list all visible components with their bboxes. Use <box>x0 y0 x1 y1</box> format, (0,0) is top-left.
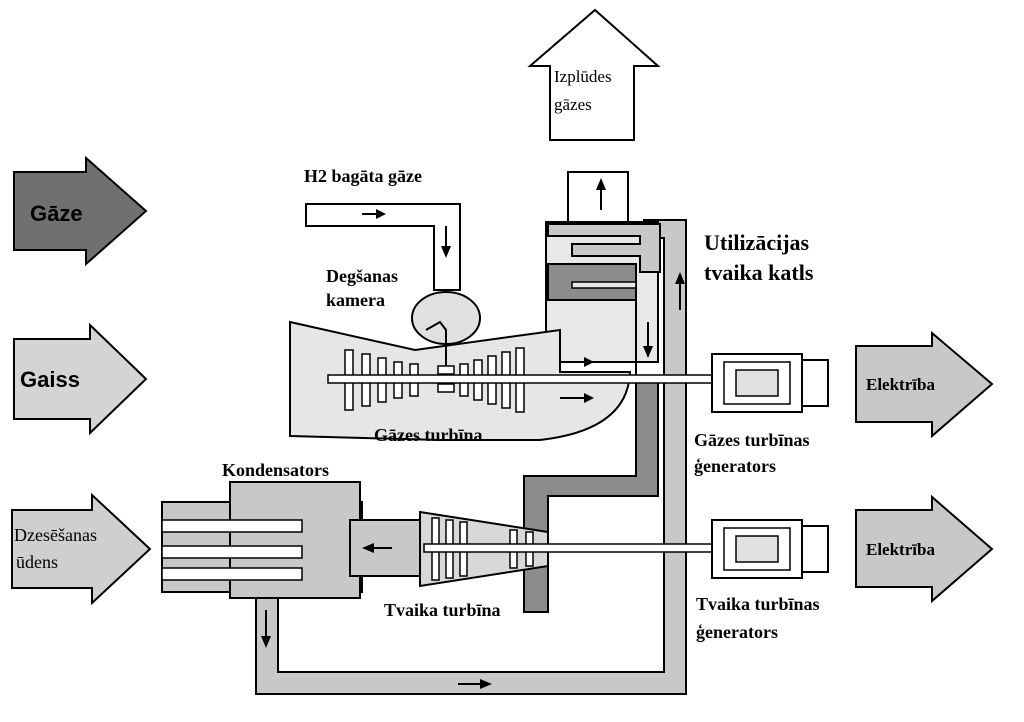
steam-turbine-label: Tvaika turbīna <box>384 600 501 620</box>
gas-turbine-generator <box>711 353 829 413</box>
cooling-water-input-arrow: Dzesēšanas ūdens <box>11 492 152 606</box>
combustion-chamber-label-line2: kamera <box>326 290 385 310</box>
steam-turbine-shaft <box>423 543 719 553</box>
hrsg-flow-arrows <box>596 178 685 358</box>
gas-generator-label-line2: ģenerators <box>694 456 776 476</box>
air-input-arrow: Gaiss <box>13 322 148 436</box>
combustion-chamber-label-line1: Degšanas <box>326 266 398 286</box>
gas-flow-arrows <box>560 357 594 403</box>
hrsg-label-line2: tvaika katls <box>704 260 814 285</box>
electricity-label-1: Elektrība <box>866 375 935 394</box>
steam-turbine <box>419 510 719 588</box>
h2-gas-label: H2 bagāta gāze <box>304 166 422 186</box>
condenser <box>161 481 431 648</box>
exhaust-label-line2: gāzes <box>554 95 592 114</box>
gas-input-label: Gāze <box>30 201 83 226</box>
electricity-label-2: Elektrība <box>866 540 935 559</box>
steam-generator-label-line1: Tvaika turbīnas <box>696 594 820 614</box>
gas-turbine-shaft <box>327 374 719 384</box>
gas-generator-label-line1: Gāzes turbīnas <box>694 430 810 450</box>
gas-turbine <box>289 320 719 441</box>
cooling-water-label-line2: ūdens <box>16 552 58 572</box>
electricity-output-arrow-2: Elektrība <box>855 494 994 604</box>
combustion-chamber <box>305 203 481 393</box>
cooling-water-label-line1: Dzesēšanas <box>14 525 97 545</box>
exhaust-label-line1: Izplūdes <box>554 67 612 86</box>
condenser-label: Kondensators <box>222 460 329 480</box>
electricity-output-arrow-1: Elektrība <box>855 330 994 439</box>
gas-turbine-label: Gāzes turbīna <box>374 425 483 445</box>
air-input-label: Gaiss <box>20 367 80 392</box>
hrsg-label-line1: Utilizācijas <box>704 230 810 255</box>
steam-generator-label-line2: ģenerators <box>696 622 778 642</box>
gas-input-arrow: Gāze <box>13 155 148 267</box>
heat-recovery-steam-generator <box>523 171 661 613</box>
steam-turbine-generator <box>711 519 829 579</box>
exhaust-gases-arrow: Izplūdes gāzes <box>527 8 661 141</box>
